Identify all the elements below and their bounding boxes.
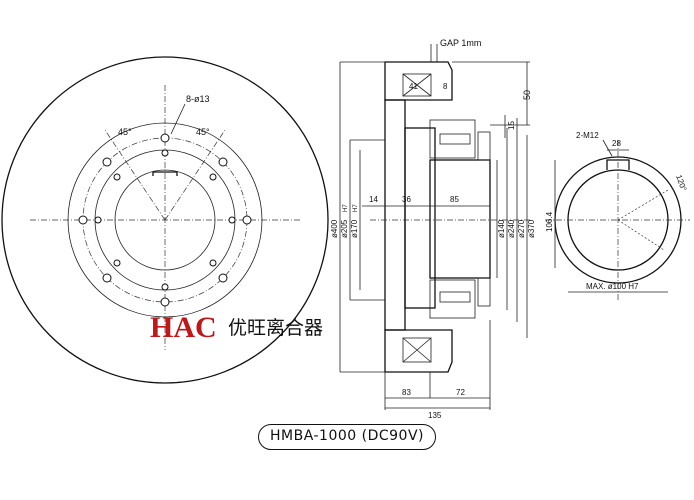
tapped-hole xyxy=(94,216,102,224)
dim-400: ø400 xyxy=(330,219,339,238)
dim-8: 8 xyxy=(443,82,448,91)
bolt-hole xyxy=(218,157,228,167)
bolt-hole xyxy=(218,273,228,283)
bolt-label-leader xyxy=(170,103,186,135)
dim-270: ø270 xyxy=(517,219,526,238)
angle-label: 120° xyxy=(674,174,688,193)
tapped-hole xyxy=(113,259,121,267)
dim-36: 36 xyxy=(402,195,411,204)
tap-label: 2-M12 xyxy=(576,131,599,140)
tapped-hole xyxy=(113,173,121,181)
bore-label: MAX. ø100 H7 xyxy=(586,282,639,291)
bolt-hole xyxy=(242,215,252,225)
shaft-hub xyxy=(429,159,491,279)
dim-370: ø370 xyxy=(527,219,536,238)
logo-text: HAC xyxy=(150,311,217,344)
upper-spring xyxy=(439,133,471,145)
dim-240: ø240 xyxy=(507,219,516,238)
tapped-hole xyxy=(209,173,217,181)
depth-label: 106.4 xyxy=(545,211,554,232)
fit-mark: H7 xyxy=(353,204,359,212)
upper-coil-box xyxy=(402,73,432,97)
bolt-label: 8-ø13 xyxy=(186,94,210,104)
lower-coil-box xyxy=(402,337,432,363)
angle-label-right: 45° xyxy=(196,127,210,137)
dim-72: 72 xyxy=(456,388,465,397)
tapped-hole xyxy=(161,283,169,291)
gap-label: GAP 1mm xyxy=(440,38,481,48)
tap-line xyxy=(617,219,665,251)
tapped-hole xyxy=(228,216,236,224)
angle-line-right xyxy=(164,129,226,221)
lower-flange xyxy=(384,329,453,373)
bolt-hole xyxy=(78,215,88,225)
lower-bearing xyxy=(477,277,491,307)
bolt-hole xyxy=(160,297,170,307)
company-name: 优旺离合器 xyxy=(228,317,323,339)
dim-170: ø170 xyxy=(350,219,359,238)
side-view: 28 2-M12 120° 106.4 MAX. ø100 H7 xyxy=(545,131,690,300)
front-view: 8-ø13 45° 45° xyxy=(1,56,329,384)
dim-85: 85 xyxy=(450,195,459,204)
model-label: HMBA-1000 (DC90V) xyxy=(258,424,436,450)
keyway-outline xyxy=(152,171,178,176)
outer-disc-circle xyxy=(1,56,329,384)
bolt-hole xyxy=(102,273,112,283)
upper-flange xyxy=(384,61,453,101)
lower-armature xyxy=(429,279,476,319)
tapped-hole xyxy=(161,149,169,157)
dim-15: 15 xyxy=(507,121,516,130)
lower-spring xyxy=(439,291,471,303)
upper-armature xyxy=(429,119,476,159)
upper-bearing xyxy=(477,131,491,161)
dim-83: 83 xyxy=(402,388,411,397)
fit-mark: H7 xyxy=(343,204,349,212)
section-view: GAP 1mm 41 8 50 15 ø400 ø205 ø170 H7 H7 … xyxy=(330,38,536,420)
disc-plate xyxy=(384,99,406,331)
company-logo: HAC 优旺离合器 xyxy=(150,311,323,344)
tapped-hole xyxy=(209,259,217,267)
angle-line-left xyxy=(104,129,166,221)
tap-leader xyxy=(602,139,613,157)
bolt-hole xyxy=(160,133,170,143)
tapped-hole-group xyxy=(94,149,236,291)
inner-number: 41 xyxy=(409,82,418,91)
upper-coil-cross xyxy=(402,73,432,97)
lower-coil-cross xyxy=(402,337,432,363)
dim-135: 135 xyxy=(428,411,442,420)
dim-140: ø140 xyxy=(497,219,506,238)
angle-label-left: 45° xyxy=(118,127,132,137)
dim-14: 14 xyxy=(369,195,378,204)
hub-body xyxy=(404,127,436,309)
bolt-hole-group xyxy=(78,133,252,307)
key-width-label: 28 xyxy=(612,139,621,148)
dim-205: ø205 xyxy=(340,219,349,238)
bolt-hole xyxy=(102,157,112,167)
tap-line xyxy=(617,189,669,221)
dim-50: 50 xyxy=(522,90,532,100)
